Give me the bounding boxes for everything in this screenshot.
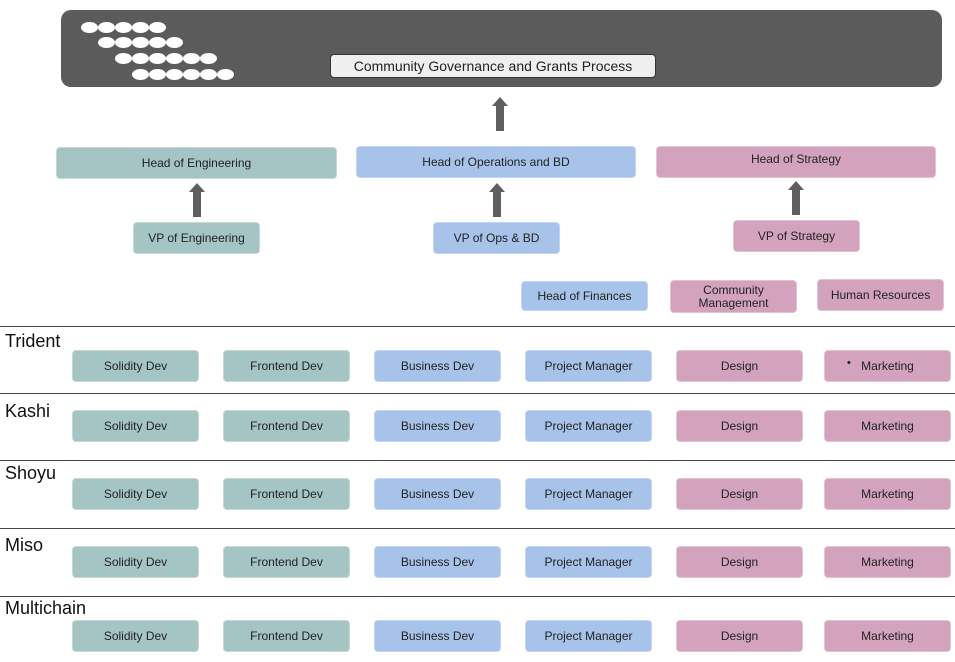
row-divider <box>0 460 955 461</box>
vp-of-engineering: VP of Engineering <box>133 222 260 254</box>
row-divider <box>0 528 955 529</box>
team-label: Multichain <box>5 598 87 618</box>
team-role-box: Solidity Dev <box>72 478 199 510</box>
stray-mark: • <box>847 357 851 369</box>
vp-of-strategy: VP of Strategy <box>733 220 860 252</box>
team-label: Kashi <box>5 401 51 421</box>
team-role-box: Business Dev <box>374 410 501 442</box>
team-role-box: Design <box>676 410 803 442</box>
up-arrow-icon <box>489 183 505 217</box>
team-role-box: Frontend Dev <box>223 478 350 510</box>
team-role-box: Project Manager <box>525 478 652 510</box>
head-of-strategy: Head of Strategy <box>656 146 936 178</box>
logo-dot <box>166 37 183 48</box>
logo-dot <box>183 69 200 80</box>
team-role-box: Marketing <box>824 620 951 652</box>
vp-of-operations: VP of Ops & BD <box>433 222 560 254</box>
team-role-box: Marketing <box>824 350 951 382</box>
team-role-box: Frontend Dev <box>223 546 350 578</box>
team-role-box: Design <box>676 546 803 578</box>
logo-dot <box>149 53 166 64</box>
logo-dot <box>132 22 149 33</box>
logo-dot <box>115 53 132 64</box>
logo-dot <box>183 53 200 64</box>
logo-dot <box>200 53 217 64</box>
team-role-box: Business Dev <box>374 620 501 652</box>
logo-dot <box>132 37 149 48</box>
team-role-box: Marketing <box>824 478 951 510</box>
logo-dot <box>166 53 183 64</box>
row-divider <box>0 596 955 597</box>
team-role-box: Marketing <box>824 410 951 442</box>
up-arrow-icon <box>189 183 205 217</box>
team-role-box: Frontend Dev <box>223 620 350 652</box>
team-role-box: Project Manager <box>525 350 652 382</box>
community-management: Community Management <box>670 280 797 313</box>
logo-dot <box>149 69 166 80</box>
logo-dot <box>149 22 166 33</box>
logo-dot <box>98 22 115 33</box>
team-label: Trident <box>5 331 61 351</box>
team-role-box: Design <box>676 620 803 652</box>
up-arrow-icon <box>492 97 508 131</box>
team-role-box: Solidity Dev <box>72 620 199 652</box>
row-divider <box>0 326 955 327</box>
logo-dot <box>217 69 234 80</box>
head-of-finances: Head of Finances <box>521 281 648 311</box>
logo-dot <box>132 69 149 80</box>
team-label: Miso <box>5 535 44 555</box>
head-of-engineering: Head of Engineering <box>56 147 337 179</box>
banner-title: Community Governance and Grants Process <box>330 54 656 78</box>
team-role-box: Design <box>676 478 803 510</box>
team-role-box: Business Dev <box>374 546 501 578</box>
team-role-box: Project Manager <box>525 620 652 652</box>
team-role-box: Frontend Dev <box>223 350 350 382</box>
logo-dot <box>132 53 149 64</box>
team-role-box: Solidity Dev <box>72 410 199 442</box>
logo-dot <box>98 37 115 48</box>
team-role-box: Marketing <box>824 546 951 578</box>
up-arrow-icon <box>788 181 804 215</box>
logo-dot <box>81 22 98 33</box>
human-resources: Human Resources <box>817 279 944 311</box>
team-role-box: Project Manager <box>525 410 652 442</box>
team-role-box: Business Dev <box>374 478 501 510</box>
logo-dot <box>200 69 217 80</box>
logo-dot <box>115 37 132 48</box>
head-of-operations: Head of Operations and BD <box>356 146 636 178</box>
logo-dot <box>115 22 132 33</box>
team-role-box: Design <box>676 350 803 382</box>
team-role-box: Project Manager <box>525 546 652 578</box>
row-divider <box>0 393 955 394</box>
team-label: Shoyu <box>5 463 57 483</box>
team-role-box: Business Dev <box>374 350 501 382</box>
team-role-box: Solidity Dev <box>72 350 199 382</box>
team-role-box: Frontend Dev <box>223 410 350 442</box>
logo-dot <box>149 37 166 48</box>
team-role-box: Solidity Dev <box>72 546 199 578</box>
logo-dot <box>166 69 183 80</box>
